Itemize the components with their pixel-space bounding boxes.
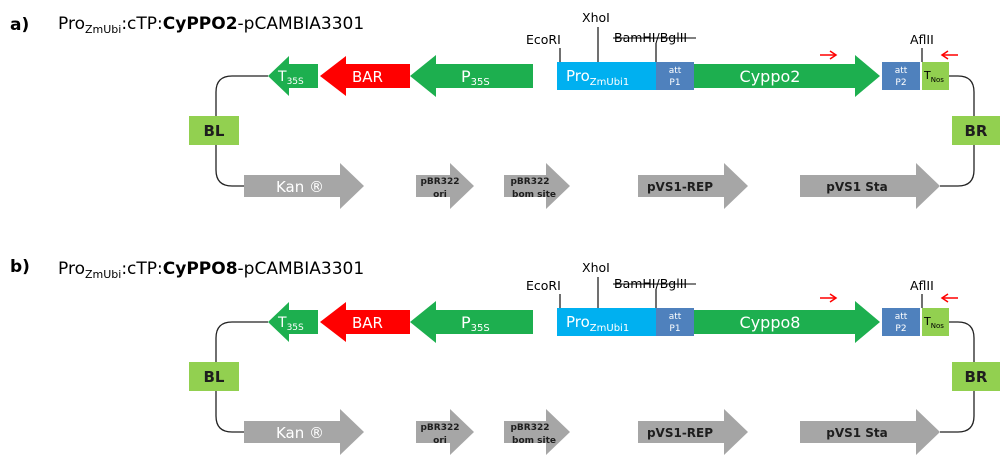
attp1-box: att P1 bbox=[656, 308, 694, 336]
svg-text:T35S: T35S bbox=[277, 69, 304, 87]
svg-text:BAR: BAR bbox=[352, 68, 383, 86]
construct-title: ProZmUbi:cTP:CyPPO2-pCAMBIA3301 bbox=[58, 14, 364, 36]
pvs1-rep-arrow: pVS1-REP bbox=[638, 163, 748, 209]
svg-text:bom site: bom site bbox=[512, 436, 556, 446]
svg-text:P2: P2 bbox=[895, 78, 906, 88]
tnos-box: TNos bbox=[922, 62, 949, 90]
svg-text:P2: P2 bbox=[895, 324, 906, 334]
panel-a: a) ProZmUbi:cTP:CyPPO2-pCAMBIA3301 EcoRI… bbox=[10, 10, 1000, 209]
kan-arrow: Kan ® bbox=[244, 409, 364, 455]
pbr322-bom-site-arrow: pBR322 bom site bbox=[504, 163, 570, 209]
svg-text:BL: BL bbox=[204, 368, 225, 386]
svg-text:BL: BL bbox=[204, 122, 225, 140]
pbr322-bom-site-arrow: pBR322 bom site bbox=[504, 409, 570, 455]
svg-text:pBR322: pBR322 bbox=[510, 177, 549, 187]
site-xhoi: XhoI bbox=[582, 260, 610, 275]
site-aflii: AflII bbox=[910, 278, 934, 293]
pbr322-ori-arrow: pBR322 ori bbox=[416, 409, 474, 455]
pbr322-ori-arrow: pBR322 ori bbox=[416, 163, 474, 209]
svg-text:Kan ®: Kan ® bbox=[276, 424, 324, 442]
svg-text:ProZmUbi1: ProZmUbi1 bbox=[566, 313, 629, 334]
forward-primer-arrow bbox=[820, 50, 838, 60]
svg-text:att: att bbox=[895, 312, 908, 322]
svg-text:ori: ori bbox=[433, 436, 447, 446]
svg-text:Cyppo8: Cyppo8 bbox=[740, 313, 801, 332]
promoter-zmubi1-box: ProZmUbi1 bbox=[557, 308, 656, 336]
panel-b: b) ProZmUbi:cTP:CyPPO8-pCAMBIA3301 EcoRI… bbox=[10, 257, 1000, 455]
gene-cyppo2-arrow: Cyppo2 bbox=[694, 55, 880, 97]
svg-text:pBR322: pBR322 bbox=[420, 423, 459, 433]
svg-text:P1: P1 bbox=[669, 78, 680, 88]
tnos-box: TNos bbox=[922, 308, 949, 336]
svg-text:P1: P1 bbox=[669, 324, 680, 334]
svg-text:P35S: P35S bbox=[461, 313, 490, 334]
reverse-primer-arrow bbox=[940, 293, 958, 303]
svg-text:BAR: BAR bbox=[352, 314, 383, 332]
p35s-arrow: P35S bbox=[410, 301, 533, 343]
right-border-br: BR bbox=[952, 116, 1000, 145]
svg-text:Kan ®: Kan ® bbox=[276, 178, 324, 196]
svg-text:BR: BR bbox=[965, 122, 988, 140]
forward-primer-arrow bbox=[820, 293, 838, 303]
t35s-arrow: T35S bbox=[268, 302, 318, 342]
bar-arrow: BAR bbox=[320, 56, 410, 96]
construct-title: ProZmUbi:cTP:CyPPO8-pCAMBIA3301 bbox=[58, 259, 364, 281]
svg-text:ori: ori bbox=[433, 190, 447, 200]
svg-text:Cyppo2: Cyppo2 bbox=[740, 67, 801, 86]
svg-text:att: att bbox=[669, 312, 682, 322]
panel-label: a) bbox=[10, 15, 29, 35]
svg-text:pBR322: pBR322 bbox=[510, 423, 549, 433]
svg-text:att: att bbox=[669, 66, 682, 76]
svg-text:pBR322: pBR322 bbox=[420, 177, 459, 187]
t35s-arrow: T35S bbox=[268, 56, 318, 96]
svg-text:pVS1 Sta: pVS1 Sta bbox=[826, 180, 888, 194]
svg-text:pVS1-REP: pVS1-REP bbox=[647, 180, 713, 194]
reverse-primer-arrow bbox=[940, 50, 958, 60]
site-ecori: EcoRI bbox=[526, 32, 561, 47]
pvs1-sta-arrow: pVS1 Sta bbox=[800, 409, 940, 455]
right-border-br: BR bbox=[952, 362, 1000, 391]
left-border-bl: BL bbox=[189, 116, 239, 145]
pvs1-rep-arrow: pVS1-REP bbox=[638, 409, 748, 455]
attp2-box: att P2 bbox=[882, 62, 920, 90]
promoter-zmubi1-box: ProZmUbi1 bbox=[557, 62, 656, 90]
gene-cyppo8-arrow: Cyppo8 bbox=[694, 301, 880, 343]
svg-text:BR: BR bbox=[965, 368, 988, 386]
site-xhoi: XhoI bbox=[582, 10, 610, 25]
site-ecori: EcoRI bbox=[526, 278, 561, 293]
left-border-bl: BL bbox=[189, 362, 239, 391]
pvs1-sta-arrow: pVS1 Sta bbox=[800, 163, 940, 209]
bar-arrow: BAR bbox=[320, 302, 410, 342]
svg-text:T35S: T35S bbox=[277, 315, 304, 333]
kan-arrow: Kan ® bbox=[244, 163, 364, 209]
svg-text:att: att bbox=[895, 66, 908, 76]
svg-text:ProZmUbi1: ProZmUbi1 bbox=[566, 67, 629, 88]
svg-text:TNos: TNos bbox=[923, 315, 944, 330]
svg-text:pVS1-REP: pVS1-REP bbox=[647, 426, 713, 440]
site-aflii: AflII bbox=[910, 32, 934, 47]
attp2-box: att P2 bbox=[882, 308, 920, 336]
panel-label: b) bbox=[10, 257, 30, 277]
attp1-box: att P1 bbox=[656, 62, 694, 90]
svg-text:P35S: P35S bbox=[461, 67, 490, 88]
svg-text:TNos: TNos bbox=[923, 69, 944, 84]
p35s-arrow: P35S bbox=[410, 55, 533, 97]
svg-text:pVS1 Sta: pVS1 Sta bbox=[826, 426, 888, 440]
svg-text:bom site: bom site bbox=[512, 190, 556, 200]
